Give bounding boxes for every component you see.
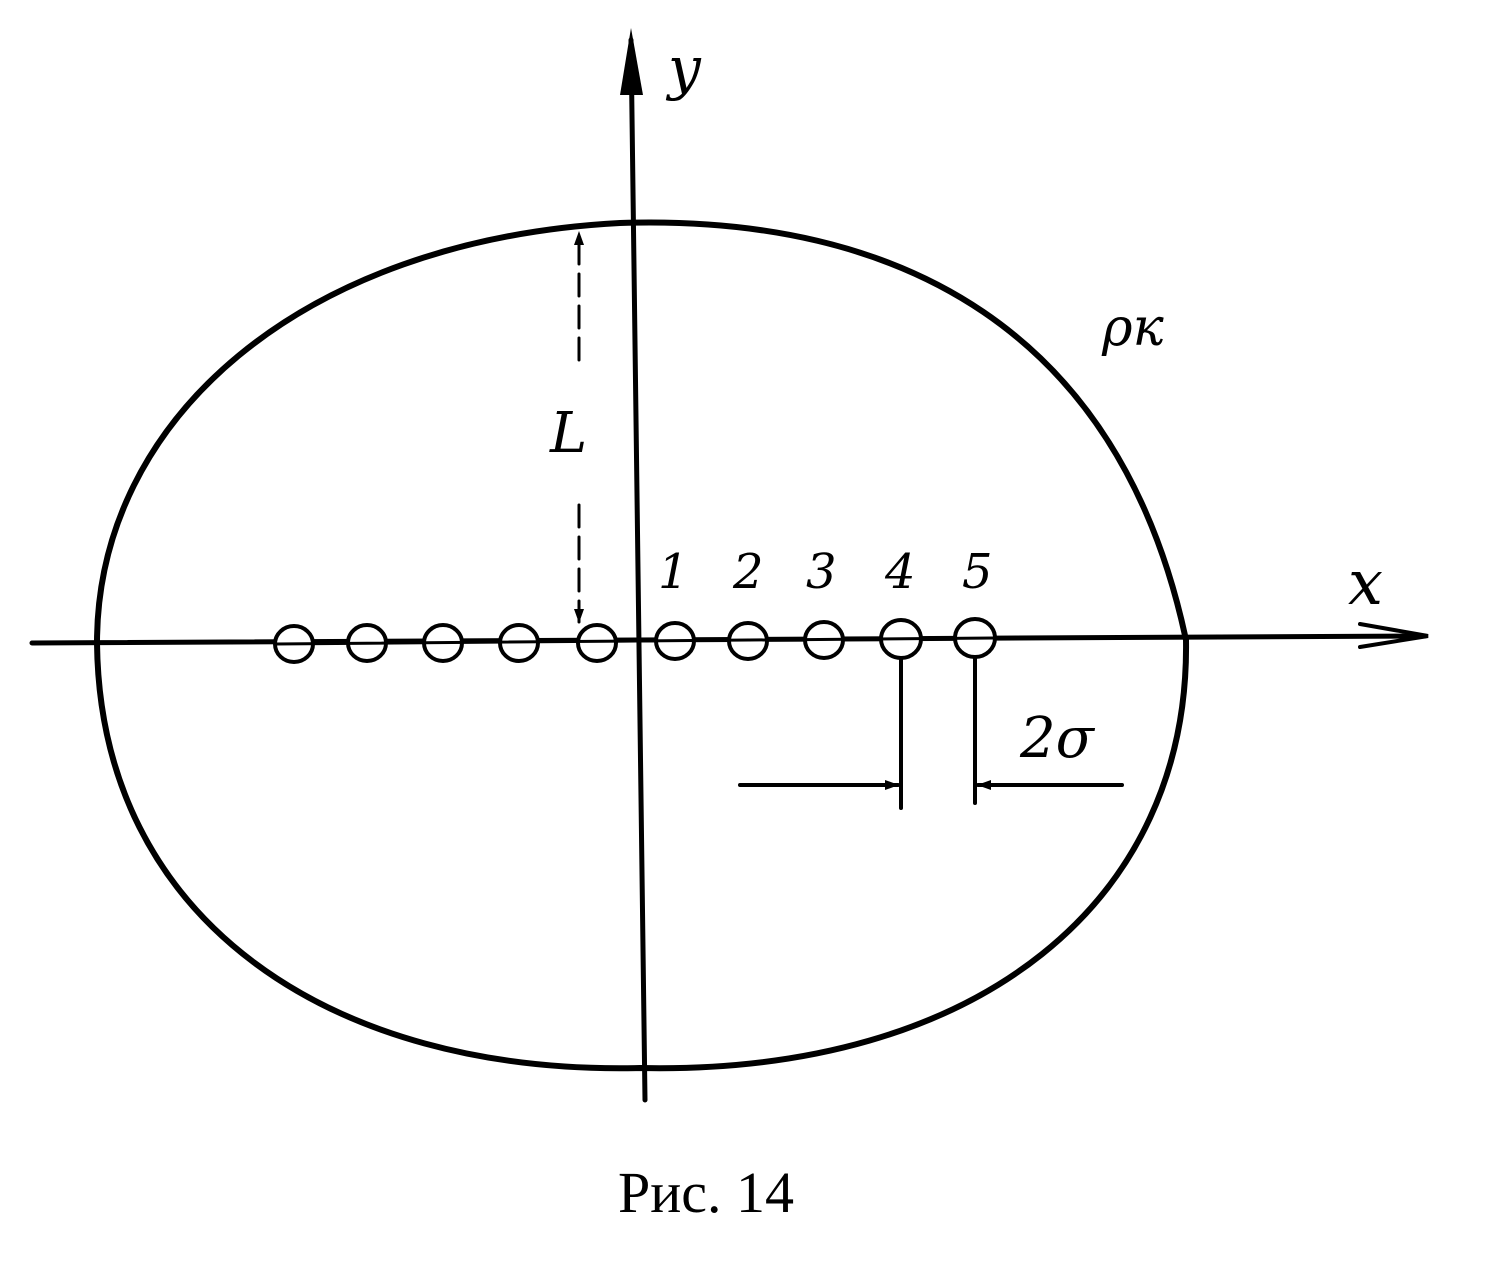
y-axis-label: y [665,34,702,102]
well-number-3: 3 [806,544,837,600]
well-number-2: 2 [732,544,764,600]
y-axis [628,37,648,1103]
figure-caption: Рис. 14 [618,1160,794,1225]
wells-axis-overlay [273,636,997,646]
reservoir-contour [93,219,1190,1072]
boundary-label: ρк [1101,298,1165,358]
well-number-4: 4 [884,544,916,600]
well-number-5: 5 [962,544,993,600]
dimension-L-label: L [549,401,587,466]
well-marker [576,623,618,663]
spacing-label: 2σ [1019,706,1096,771]
x-axis-label: x [1348,546,1383,619]
x-axis-arrowhead [1358,622,1429,649]
well-number-1: 1 [658,544,689,600]
y-axis-arrowhead [620,28,643,95]
